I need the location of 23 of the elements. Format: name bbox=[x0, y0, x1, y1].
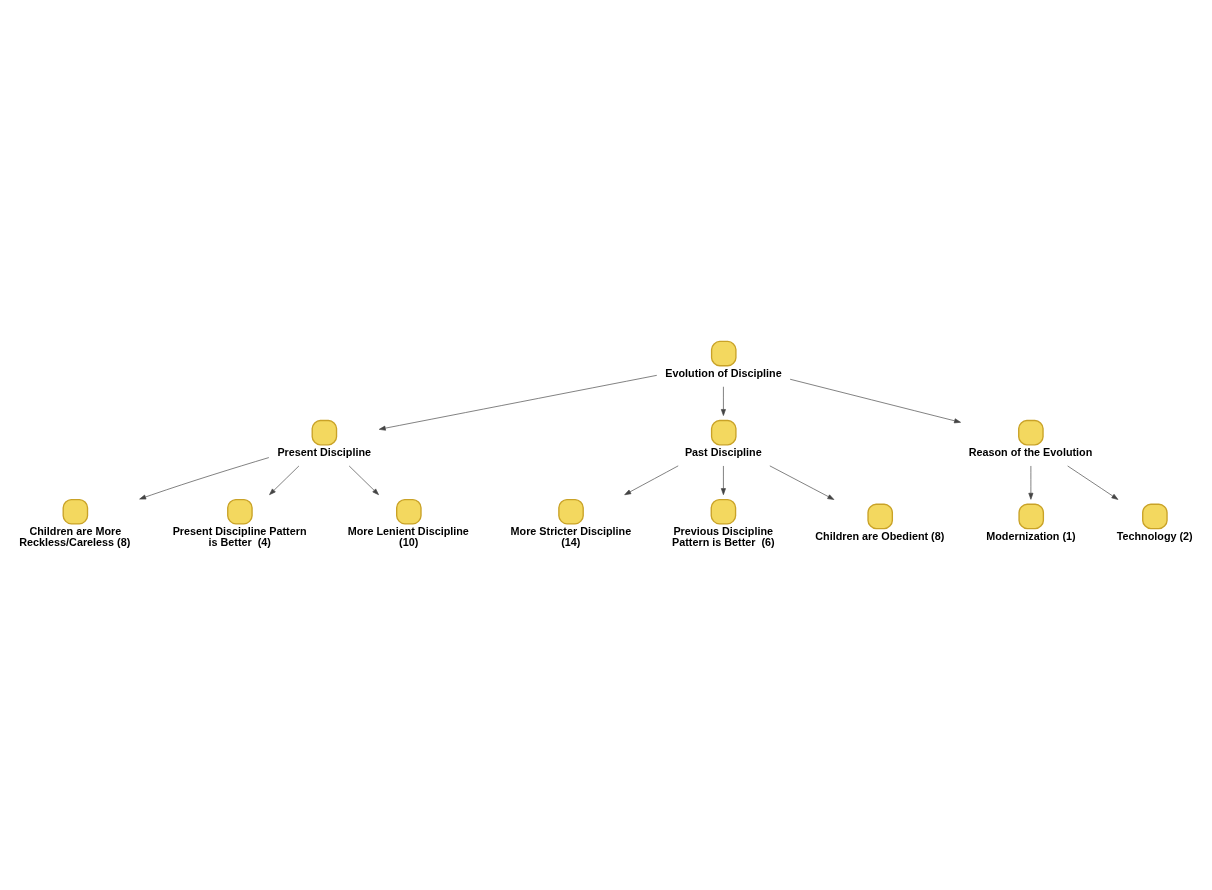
arrow bbox=[348, 465, 379, 495]
arrow bbox=[1067, 465, 1119, 500]
arrow bbox=[378, 374, 658, 431]
node-label: More Lenient Discipline (10) bbox=[347, 524, 469, 548]
node-label: Children are More Reckless/Careless (8) bbox=[19, 524, 131, 548]
node-label: Previous Discipline Pattern is Better (6) bbox=[672, 524, 775, 548]
arrow bbox=[269, 465, 300, 495]
node-label: Technology (2) bbox=[1116, 529, 1193, 542]
arrow bbox=[720, 465, 726, 495]
node-label: Present Discipline Pattern is Better (4) bbox=[172, 524, 307, 548]
node-label: Modernization (1) bbox=[986, 529, 1076, 542]
arrow bbox=[139, 456, 270, 499]
arrow bbox=[720, 385, 726, 416]
node-label: Past Discipline bbox=[684, 445, 762, 458]
node-label: Reason of the Evolution bbox=[968, 445, 1093, 458]
arrow bbox=[1028, 465, 1034, 500]
node-label: Children are Obedient (8) bbox=[815, 529, 945, 542]
arrow bbox=[769, 465, 835, 500]
node-label: More Stricter Discipline (14) bbox=[510, 524, 632, 548]
arrow bbox=[789, 378, 961, 423]
node-label: Present Discipline bbox=[277, 445, 372, 458]
arrow bbox=[624, 465, 679, 495]
node-label: Evolution of Discipline bbox=[665, 366, 782, 379]
